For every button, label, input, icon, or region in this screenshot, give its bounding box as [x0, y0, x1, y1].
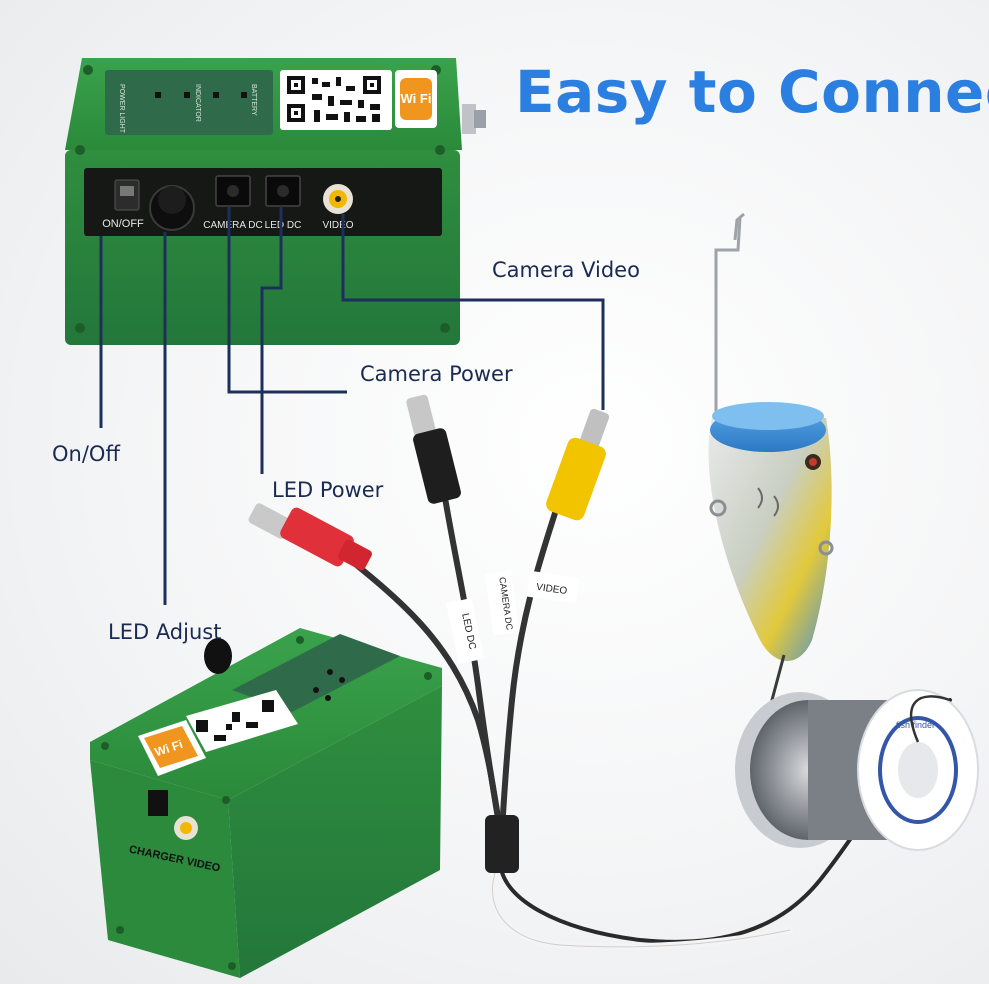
spool-label: fish finder	[896, 720, 935, 730]
callout-lines	[99, 206, 605, 605]
port-label-camera-dc: CAMERA DC	[203, 220, 262, 231]
led-power-plug	[248, 503, 372, 571]
cable-splitter	[485, 815, 519, 873]
panel-label: BATTERY	[250, 84, 257, 116]
port-label-on-off: ON/OFF	[102, 218, 144, 230]
callout-camera-power: Camera Power	[360, 362, 513, 386]
front-control-box: Wi Fi ON/OFF CAMERA DC LED D	[65, 58, 486, 345]
rear-box-side	[228, 686, 442, 978]
fish-camera	[708, 212, 834, 731]
wifi-badge-icon: Wi Fi	[395, 70, 437, 128]
headline: Easy to Connect	[515, 58, 989, 126]
camera-power-plug	[406, 394, 461, 504]
callout-camera-video: Camera Video	[492, 258, 640, 282]
cable-harness	[335, 477, 952, 951]
port-label-led-dc: LED DC	[265, 220, 302, 231]
panel-label: POWER LIGHT	[118, 84, 125, 134]
callout-led-power: LED Power	[272, 478, 384, 502]
cable-tags: LED DC CAMERA DC VIDEO	[446, 570, 580, 665]
qr-code	[280, 70, 392, 130]
callout-led-adjust: LED Adjust	[108, 620, 222, 644]
panel-label: INDICATOR	[194, 84, 201, 122]
cable-tag-video: VIDEO	[535, 582, 568, 597]
camera-video-plug	[546, 408, 610, 521]
wifi-badge-text: Wi Fi	[401, 91, 432, 106]
rear-control-box: Wi Fi CHARGER VIDEO	[90, 628, 442, 978]
port-label-video: VIDEO	[322, 220, 353, 231]
rear-box-front	[90, 760, 240, 978]
cable-spool: fish finder	[735, 689, 979, 851]
callout-on-off: On/Off	[52, 442, 120, 466]
indicator-panel	[105, 70, 273, 135]
